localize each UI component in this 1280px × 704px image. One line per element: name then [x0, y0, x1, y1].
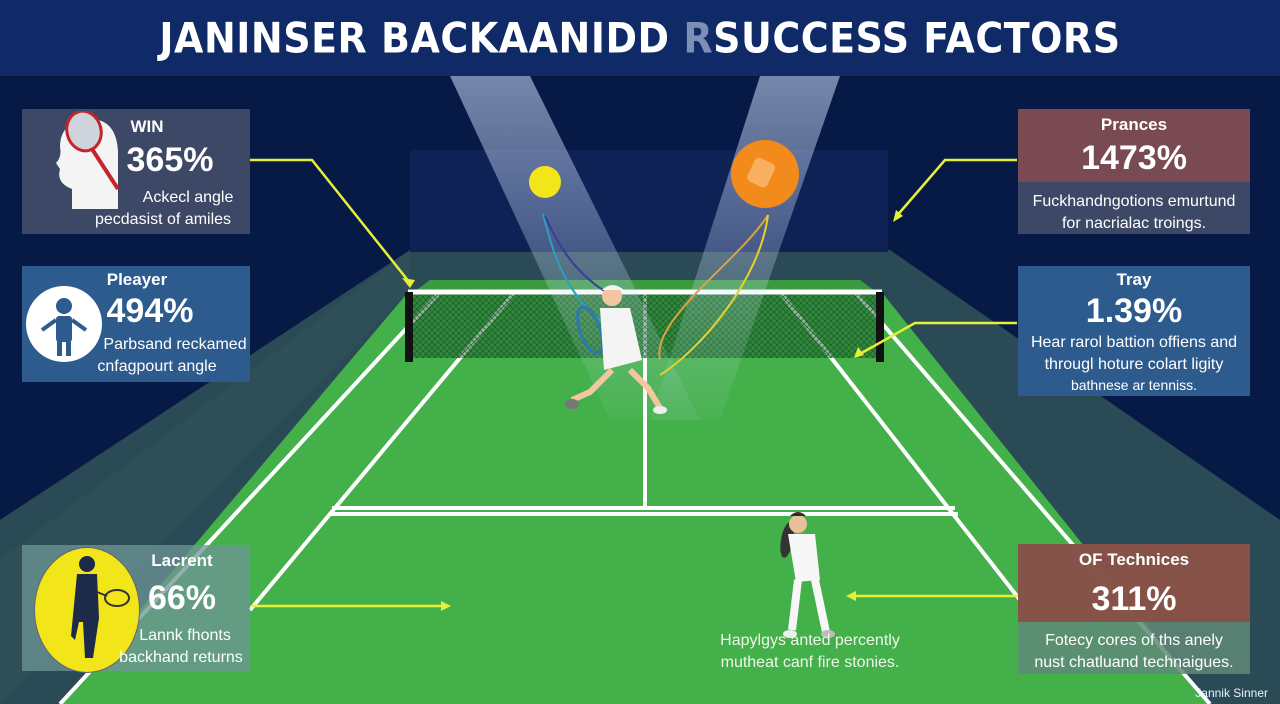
person-icon: [26, 286, 102, 362]
card-desc: pecdasist of amiles: [94, 211, 232, 228]
card-label: WIN: [130, 117, 164, 136]
card-label: OF Technices: [1078, 550, 1190, 569]
tennis-ball-icon: [529, 166, 561, 198]
card-desc: Hear rarol battion offiens and: [1030, 334, 1238, 351]
card-label: Prances: [1100, 115, 1168, 134]
spotlight-beam: [450, 76, 700, 420]
card-desc: Fotecy cores of ths anely: [1045, 632, 1223, 649]
court-caption: Hapylgys anted percently mutheat canf fi…: [720, 632, 900, 671]
stat-card-technices: OF Technices 311% Fotecy cores of ths an…: [1018, 544, 1250, 674]
card-value: 1.39%: [1085, 292, 1183, 330]
credit-text: Jannik Sinner: [1195, 686, 1268, 700]
card-desc: nust chatluand technaigues.: [1034, 654, 1234, 671]
card-desc: Parbsand reckamed: [103, 336, 247, 353]
stat-card-prances: Prances 1473% Fuckhandngotions emurtund …: [1018, 109, 1250, 234]
card-value: 1473%: [1081, 139, 1187, 177]
card-label: Tray: [1116, 270, 1152, 289]
card-value: 66%: [147, 579, 217, 617]
card-desc: bathnese ar tenniss.: [1070, 377, 1198, 393]
stat-card-lacrent: Lacrent 66% Lannk fhonts backhand return…: [22, 545, 250, 673]
player-figure-ready: [780, 512, 835, 638]
card-value: 311%: [1091, 580, 1177, 618]
stat-card-win: WIN 365% Ackecl angle pecdasist of amile…: [22, 109, 250, 234]
card-desc: Ackecl angle: [142, 189, 234, 206]
card-desc: Fuckhandngotions emurtund: [1032, 193, 1236, 210]
head-racket-icon: [56, 111, 120, 209]
card-label: Pleayer: [106, 270, 168, 289]
card-desc: Lannk fhonts: [139, 627, 231, 644]
card-desc: cnfagpourt angle: [97, 358, 217, 375]
card-value: 494%: [106, 292, 194, 330]
header-bar: Janinser BackaanidD Rsuccess Factors: [0, 0, 1280, 76]
card-desc: througl hoture colart ligity: [1044, 356, 1224, 373]
stat-card-tray: Tray 1.39% Hear rarol battion offiens an…: [1018, 266, 1250, 396]
page-title: Janinser BackaanidD Rsuccess Factors: [159, 13, 1121, 63]
card-desc: backhand returns: [119, 649, 243, 666]
connector-arrows: [250, 158, 1018, 608]
card-desc: for nacrialac troings.: [1061, 215, 1207, 232]
card-value: 365%: [126, 141, 214, 179]
player-silhouette-icon: [34, 547, 140, 673]
card-label: Lacrent: [151, 551, 213, 570]
player-figure-forehand: [565, 285, 667, 414]
stat-card-player: Pleayer 494% Parbsand reckamed cnfagpour…: [22, 266, 250, 382]
